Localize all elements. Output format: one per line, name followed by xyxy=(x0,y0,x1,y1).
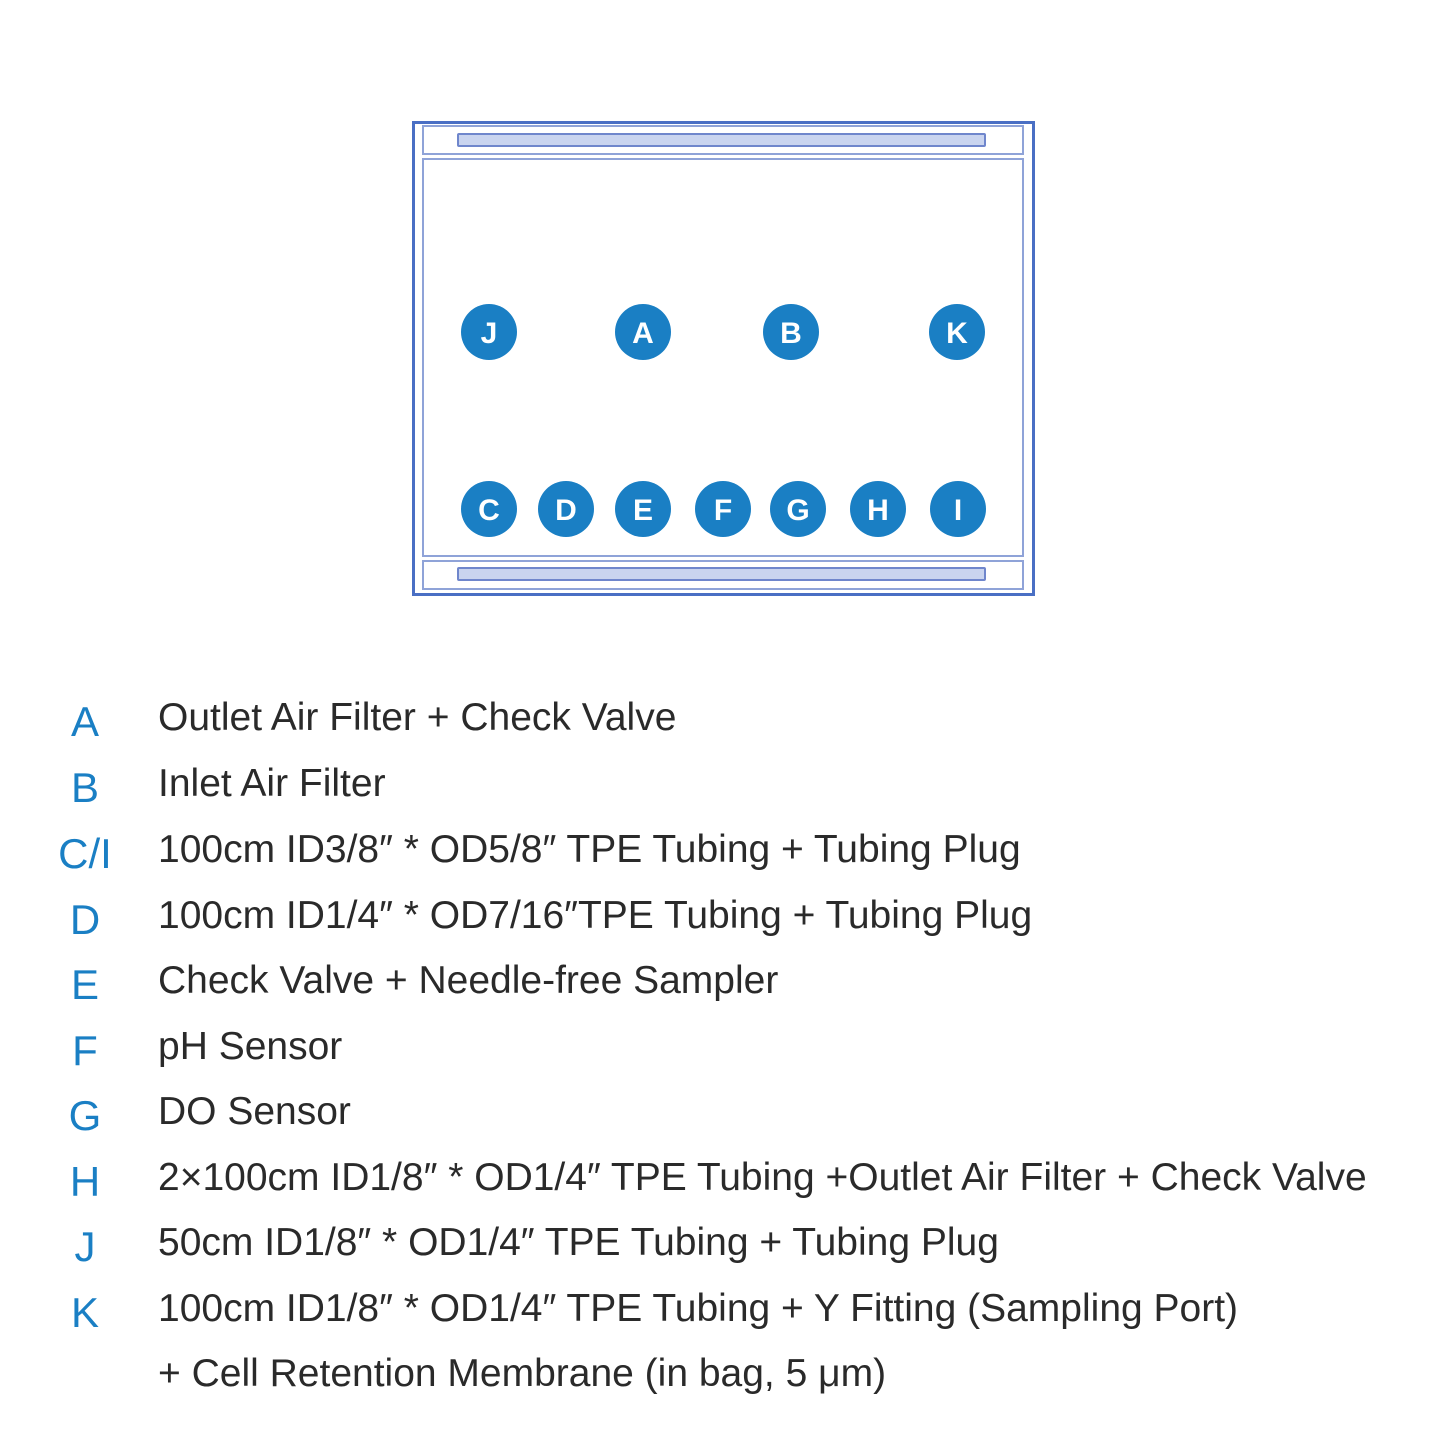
port-b: B xyxy=(763,304,819,360)
port-label: A xyxy=(632,317,654,350)
legend-description: 100cm ID3/8″ * OD5/8″ TPE Tubing + Tubin… xyxy=(158,828,1021,871)
legend-item: J 50cm ID1/8″ * OD1/4″ TPE Tubing + Tubin… xyxy=(0,1213,1445,1273)
bioreactor-bag-diagram: J A B K C D E F G H I xyxy=(412,121,1035,596)
port-label: F xyxy=(714,494,732,527)
legend-item: H 2×100cm ID1/8″ * OD1/4″ TPE Tubing +Out… xyxy=(0,1148,1445,1208)
port-circle xyxy=(538,481,594,537)
legend-item: A Outlet Air Filter + Check Valve xyxy=(0,688,1445,748)
bag-top-strip xyxy=(422,125,1024,155)
port-k: K xyxy=(929,304,985,360)
legend-description: + Cell Retention Membrane (in bag, 5 μm) xyxy=(158,1352,887,1395)
port-circle xyxy=(763,304,819,360)
legend-description: 2×100cm ID1/8″ * OD1/4″ TPE Tubing +Outl… xyxy=(158,1156,1367,1199)
port-circle xyxy=(615,481,671,537)
port-h: H xyxy=(850,481,906,537)
legend-key: J xyxy=(74,1223,96,1270)
legend-description: pH Sensor xyxy=(158,1025,343,1068)
port-j: J xyxy=(461,304,517,360)
port-label: E xyxy=(633,494,653,527)
bag-top-bar xyxy=(457,133,986,147)
legend-item: G DO Sensor xyxy=(0,1082,1445,1142)
legend-item: D 100cm ID1/4″ * OD7/16″TPE Tubing + Tubi… xyxy=(0,886,1445,946)
legend-key: K xyxy=(70,1289,99,1336)
legend-description: 100cm ID1/8″ * OD1/4″ TPE Tubing + Y Fit… xyxy=(158,1287,1239,1330)
port-circle xyxy=(695,481,751,537)
port-circle xyxy=(770,481,826,537)
legend-key: E xyxy=(70,961,99,1008)
legend-item: + Cell Retention Membrane (in bag, 5 μm) xyxy=(0,1344,1445,1404)
legend-description: DO Sensor xyxy=(158,1090,351,1133)
legend-key: D xyxy=(69,896,101,943)
legend-key: G xyxy=(68,1092,102,1139)
port-label: G xyxy=(786,494,809,527)
port-label: C xyxy=(478,494,500,527)
port-label: K xyxy=(946,317,968,350)
port-label: H xyxy=(867,494,889,527)
port-circle xyxy=(850,481,906,537)
legend-item: C/I 100cm ID3/8″ * OD5/8″ TPE Tubing + Tu… xyxy=(0,820,1445,880)
legend-key: H xyxy=(69,1158,101,1205)
bag-outer-frame xyxy=(412,121,1035,596)
port-d: D xyxy=(538,481,594,537)
legend-description: Check Valve + Needle-free Sampler xyxy=(158,959,779,1002)
legend-description: 50cm ID1/8″ * OD1/4″ TPE Tubing + Tubing… xyxy=(158,1221,999,1264)
ports-layer: J A B K C D E F G H I xyxy=(461,304,986,537)
port-f: F xyxy=(695,481,751,537)
legend-key: F xyxy=(72,1027,98,1074)
legend-key: C/I xyxy=(58,830,112,877)
port-label: B xyxy=(780,317,802,350)
legend-description: 100cm ID1/4″ * OD7/16″TPE Tubing + Tubin… xyxy=(158,894,1033,937)
bag-bottom-strip xyxy=(422,560,1024,590)
bag-bottom-bar xyxy=(457,567,986,581)
legend-description: Inlet Air Filter xyxy=(158,762,386,805)
port-c: C xyxy=(461,481,517,537)
port-label: J xyxy=(481,317,498,350)
legend-item: B Inlet Air Filter xyxy=(0,754,1445,814)
port-circle xyxy=(930,481,986,537)
port-circle xyxy=(929,304,985,360)
legend-description: Outlet Air Filter + Check Valve xyxy=(158,696,677,739)
port-circle xyxy=(615,304,671,360)
legend-item: E Check Valve + Needle-free Sampler xyxy=(0,951,1445,1011)
port-label: I xyxy=(954,494,962,527)
legend-key: B xyxy=(70,764,99,811)
port-i: I xyxy=(930,481,986,537)
port-circle xyxy=(461,481,517,537)
port-circle xyxy=(461,304,517,360)
port-a: A xyxy=(615,304,671,360)
legend-item: K 100cm ID1/8″ * OD1/4″ TPE Tubing + Y Fi… xyxy=(0,1279,1445,1339)
port-e: E xyxy=(615,481,671,537)
bag-inner-chamber xyxy=(422,158,1024,557)
port-g: G xyxy=(770,481,826,537)
port-label: D xyxy=(555,494,577,527)
legend-key: A xyxy=(70,698,99,745)
